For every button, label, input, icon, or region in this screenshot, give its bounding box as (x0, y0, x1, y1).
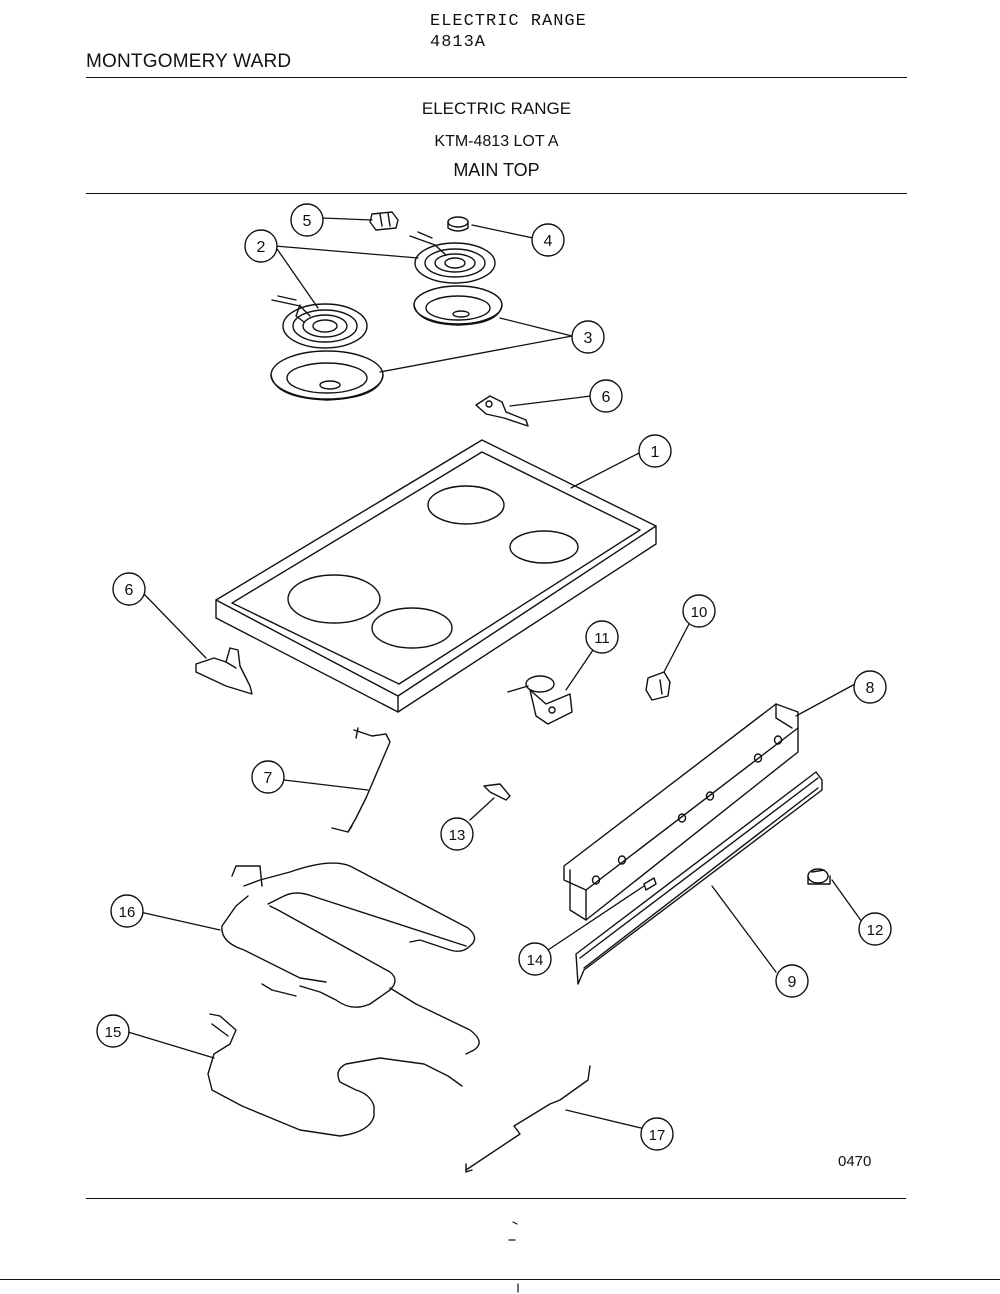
callout-9: 9 (775, 964, 809, 998)
callout-14: 14 (518, 942, 552, 976)
callout-3: 3 (571, 320, 605, 354)
callout-16: 16 (110, 894, 144, 928)
callout-15-label: 15 (105, 1024, 122, 1041)
main-top-panel (215, 439, 657, 713)
header-rule (86, 77, 907, 78)
surface-element-front (271, 295, 368, 349)
diagram-subtitle-model: KTM-4813 LOT A (434, 133, 559, 150)
brand-name: MONTGOMERY WARD (86, 51, 292, 72)
header-model-number: 4813A (430, 33, 487, 52)
callout-10-label: 10 (691, 604, 708, 621)
callout-2: 2 (244, 229, 278, 263)
callout-8-label: 8 (866, 680, 875, 697)
indicator-light (645, 671, 671, 701)
callout-14-label: 14 (527, 952, 544, 969)
title-rule (86, 193, 907, 194)
control-panel (563, 703, 799, 921)
callout-10: 10 (682, 594, 716, 628)
receptacle-bracket-upper (475, 395, 529, 427)
callout-12-label: 12 (867, 922, 884, 939)
page-bottom-rule (0, 1279, 1000, 1280)
drip-pan-rear (413, 285, 503, 326)
callout-13: 13 (440, 817, 474, 851)
scan-specks (508, 1221, 519, 1293)
broil-element (221, 862, 480, 1055)
callout-1: 1 (638, 434, 672, 468)
callout-2-label: 2 (257, 239, 266, 256)
callout-5-label: 5 (303, 213, 312, 230)
callout-6-upper: 6 (589, 379, 623, 413)
wire-terminal (483, 783, 511, 801)
footer-rule (86, 1198, 906, 1199)
callout-11-label: 11 (594, 630, 610, 647)
callout-6-lower-label: 6 (125, 582, 134, 599)
diagram-title: ELECTRIC RANGE (421, 99, 572, 118)
bake-element (207, 1013, 463, 1137)
drip-pan-front (270, 350, 384, 401)
callout-13-label: 13 (449, 827, 466, 844)
callout-17-label: 17 (649, 1127, 666, 1144)
support-rod (331, 727, 391, 833)
callout-6-upper-label: 6 (602, 389, 611, 406)
leader-lines (127, 217, 863, 1129)
cooktop-hinge-bracket (195, 647, 253, 695)
callout-11: 11 (585, 620, 619, 654)
oven-thermostat (807, 868, 831, 885)
infinite-switch (507, 675, 573, 725)
callout-5: 5 (290, 203, 324, 237)
element-support-bracket (465, 1065, 591, 1173)
callout-6-lower: 6 (112, 572, 146, 606)
callout-16-label: 16 (119, 904, 136, 921)
header-product-line: ELECTRIC RANGE (430, 12, 587, 31)
top-plug (447, 216, 469, 232)
callout-12: 12 (858, 912, 892, 946)
callout-3-label: 3 (584, 330, 593, 347)
figure-code: 0470 (838, 1153, 872, 1170)
callout-7-label: 7 (264, 770, 273, 787)
element-receptacle (369, 211, 399, 231)
callout-4-label: 4 (544, 233, 553, 250)
callout-15: 15 (96, 1014, 130, 1048)
panel-screw (643, 877, 657, 891)
callout-4: 4 (531, 223, 565, 257)
callout-9-label: 9 (788, 974, 797, 991)
control-panel-trim (575, 771, 823, 985)
surface-element-rear (409, 231, 496, 284)
callout-17: 17 (640, 1117, 674, 1151)
callout-8: 8 (853, 670, 887, 704)
diagram-section-name: MAIN TOP (453, 160, 540, 180)
callout-1-label: 1 (651, 444, 660, 461)
callout-7: 7 (251, 760, 285, 794)
